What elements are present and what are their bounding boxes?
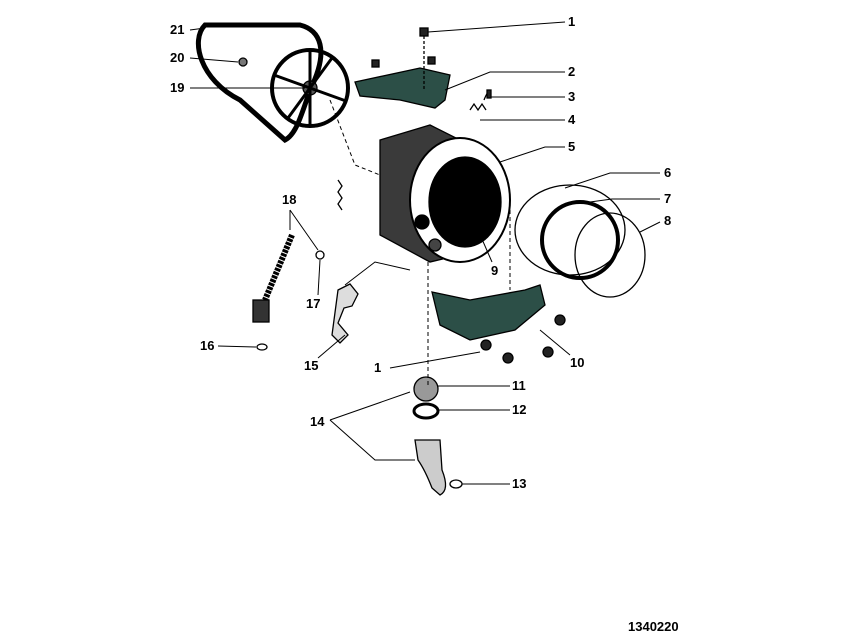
callout-4: 4 [568,112,576,127]
callout-13: 13 [512,476,527,491]
seal-ring [412,402,440,420]
nut [419,27,429,37]
callout-6: 6 [664,165,672,180]
shock-absorber [262,233,295,302]
nut [542,346,554,358]
nut [554,314,566,326]
drawing-number: 1340220 [628,619,679,634]
callout-2: 2 [568,64,576,79]
pulley [270,48,350,128]
callout-10: 10 [570,355,585,370]
nut [427,56,436,65]
belt [195,22,324,143]
nut [480,339,492,351]
nut [502,352,514,364]
callout-9: 9 [491,263,499,278]
bracket [331,283,359,344]
callout-16: 16 [200,338,215,353]
callout-15: 15 [304,358,319,373]
callout-8: 8 [664,213,672,228]
upper-counterweight [354,67,451,109]
callout-1-lower: 1 [374,360,382,375]
pulley-bolt [238,57,248,67]
ball [413,376,439,402]
door-seal [514,184,626,276]
callout-17: 17 [306,296,321,311]
callout-1: 1 [568,14,576,29]
spring [337,179,343,211]
lower-counterweight [431,284,546,341]
shock-base [252,299,270,323]
callout-5: 5 [568,139,576,154]
leader-lines [189,21,661,485]
pin [315,250,325,260]
drain-hose [414,439,447,496]
callout-11: 11 [512,378,526,393]
callout-21: 21 [170,22,185,37]
callout-12: 12 [512,402,527,417]
front-ring [574,212,646,298]
callout-7: 7 [664,191,672,206]
callout-19: 19 [170,80,185,95]
tub [379,124,511,263]
callout-18: 18 [282,192,297,207]
clip [486,89,492,99]
washer [256,343,268,351]
callout-14: 14 [310,414,325,429]
hose-clamp [449,479,463,489]
nut [371,59,380,68]
callout-20: 20 [170,50,185,65]
callout-3: 3 [568,89,576,104]
